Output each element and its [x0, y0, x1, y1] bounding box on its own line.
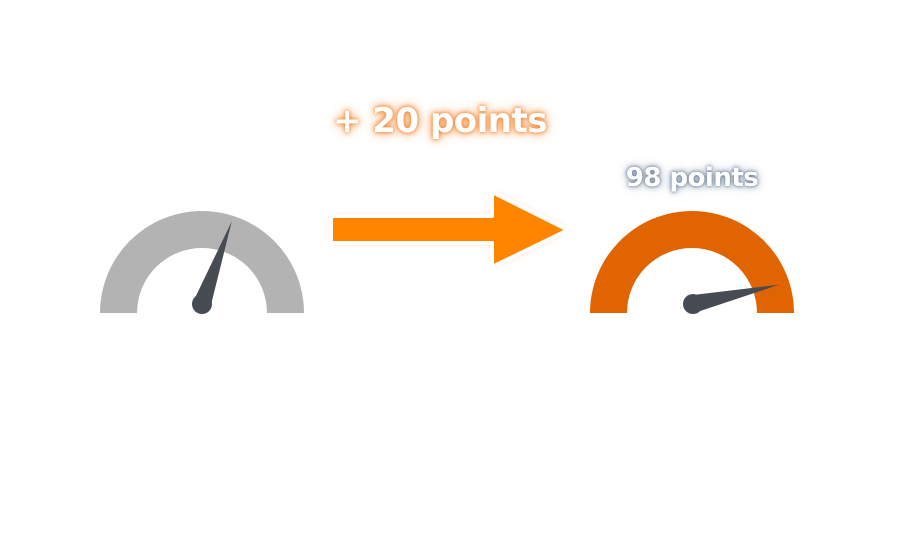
gauge-after-hub [683, 294, 703, 314]
gauge-before-arc [100, 211, 304, 313]
score-label: 98 points [625, 163, 759, 193]
arrow-right-icon [329, 190, 570, 269]
gauge-after-needle [691, 284, 779, 313]
gauge-before-hub [192, 294, 212, 314]
points-gain-label: + 20 points [332, 101, 548, 141]
gauge-before-needle [193, 221, 232, 308]
gauge-after-arc [590, 211, 794, 313]
